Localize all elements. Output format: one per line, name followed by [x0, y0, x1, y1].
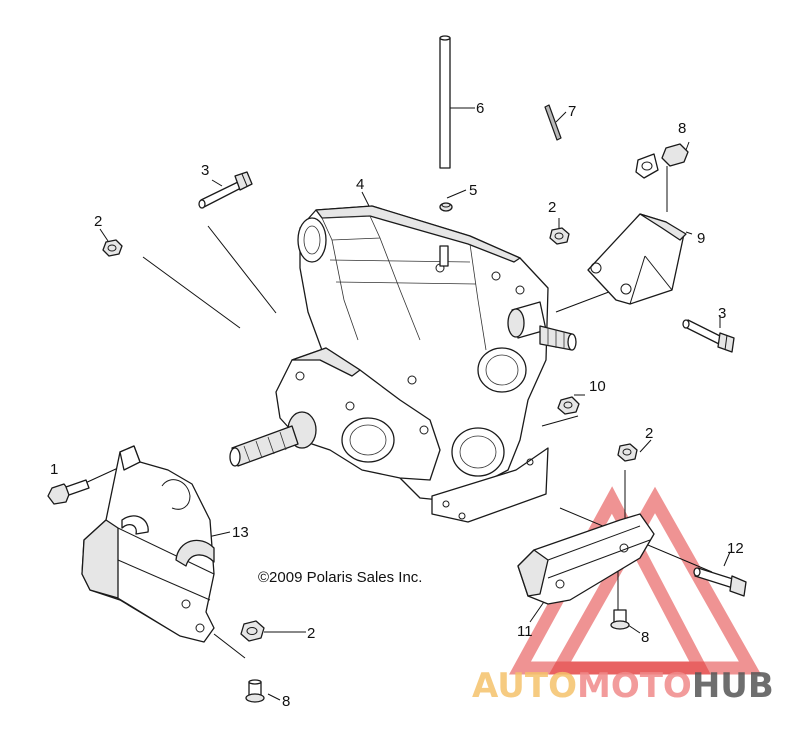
leader-lines [69, 107, 731, 701]
part-3-bolt-upper [198, 171, 253, 209]
callout-3: 3 [201, 162, 209, 179]
callout-8: 8 [678, 120, 686, 137]
part-5-plug [439, 202, 453, 212]
part-1-bolt [47, 479, 90, 505]
part-8-bolt-top [635, 143, 689, 179]
part-9-bracket [587, 213, 687, 305]
callout-8: 8 [641, 629, 649, 646]
part-7-pin [544, 104, 562, 141]
part-3-bolt-right [682, 319, 735, 353]
callout-5: 5 [469, 182, 477, 199]
callout-11: 11 [517, 623, 533, 640]
callout-4: 4 [356, 176, 364, 193]
part-6-rod [439, 35, 451, 169]
part-2-nut-left [102, 239, 123, 257]
callout-1: 1 [50, 461, 58, 478]
callout-9: 9 [697, 230, 705, 247]
copyright-text: ©2009 Polaris Sales Inc. [258, 569, 422, 586]
callout-8: 8 [282, 693, 290, 710]
callout-12: 12 [727, 540, 744, 557]
callout-2: 2 [307, 625, 315, 642]
part-8-bolt-bottom [245, 679, 265, 703]
callout-2: 2 [94, 213, 102, 230]
callout-3: 3 [718, 305, 726, 322]
watermark-text-hub: HUB [692, 666, 774, 706]
watermark-text-moto: MOTO [577, 666, 692, 706]
part-11-bracket [517, 513, 655, 605]
lower-left-bracket [81, 445, 215, 643]
part-8-bolt-right [610, 609, 630, 630]
part-2-nut-bottom [240, 620, 265, 642]
part-12-bolt [693, 567, 747, 597]
part-2-nut-right [617, 443, 638, 462]
callout-13: 13 [232, 524, 249, 541]
callout-2: 2 [548, 199, 556, 216]
callout-7: 7 [568, 103, 576, 120]
callout-2: 2 [645, 425, 653, 442]
callout-10: 10 [589, 378, 606, 395]
callouts: 1 2 2 2 2 3 3 4 5 6 7 8 8 8 9 10 11 12 1… [50, 100, 744, 710]
part-4-transmission [229, 205, 577, 523]
watermark-text-auto: AUTO [472, 666, 577, 706]
part-10-nut [557, 396, 580, 415]
watermark-text: AUTOMOTOHUB [472, 666, 774, 706]
callout-6: 6 [476, 100, 484, 117]
part-2-nut-top [549, 227, 570, 245]
